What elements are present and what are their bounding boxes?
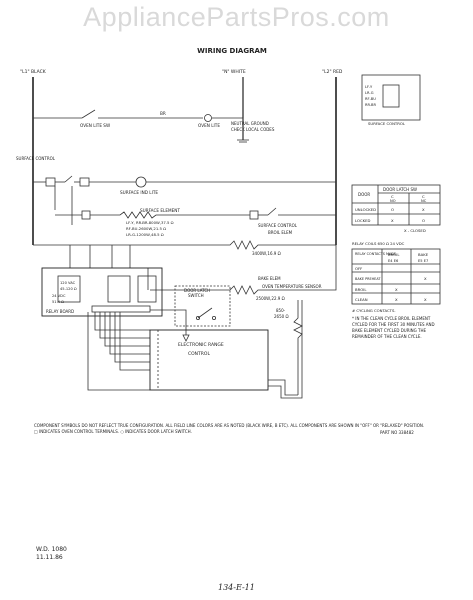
door-latch-table: DOOR LATCH SW DOOR C C NO NC UNLOCKED O …: [351, 184, 441, 226]
relay-spec-b: 45-120 Ω: [60, 287, 77, 291]
bake-spec-label: 2500W,22.9 Ω: [256, 296, 285, 301]
relay-table-head-3: BAKE: [418, 252, 429, 257]
part-number: PART NO 338482: [380, 430, 414, 435]
supply-l2-label: "L2" RED: [322, 69, 343, 75]
relay-coil-1: [57, 275, 81, 303]
watermark: AppliancePartsPros.com: [83, 2, 390, 32]
relay-table-title: RELAY COILS 650 Ω 24 VDC: [352, 241, 405, 246]
bake-elem-label: BAKE ELEM: [258, 276, 281, 281]
sensor-spec-a: 850-: [276, 308, 286, 313]
door-latch-table-title: DOOR LATCH SW: [383, 187, 417, 192]
door-latch-arrow-icon: [182, 334, 190, 342]
inset-pin-rr: RR-BR: [365, 103, 376, 107]
br-wire-label: BR: [160, 111, 166, 116]
door-latch-col-1: C: [391, 194, 394, 199]
relay-table-head-2: BROIL: [388, 252, 400, 257]
surface-control-p-terminal: [79, 177, 90, 187]
wd-number: W.D. 1080: [36, 546, 67, 553]
door-latch-row-2-v1: X: [391, 218, 394, 223]
relay-row-broil: BROIL: [355, 287, 367, 292]
relay-row-clean-v1: X: [395, 297, 398, 302]
surface-ind-lite-icon: [135, 176, 147, 188]
lr-spec-label: LR-G-1200W,48.5 Ω: [126, 232, 164, 237]
inset-pin-lf: LF-Y: [365, 85, 373, 89]
door-latch-subcol-1: NO: [390, 199, 396, 203]
surface-control-l1-terminal: [45, 177, 56, 187]
door-latch-row-1-v2: X: [422, 207, 425, 212]
surface-ind-lite-label: SURFACE IND LITE: [120, 190, 158, 195]
relay-table-head-1: RELAY CONTACTS MADE: [355, 252, 396, 256]
relay-board-label: RELAY BOARD: [46, 309, 74, 314]
door-latch-note: X - CLOSED: [404, 228, 426, 233]
door-latch-subcol-2: NC: [421, 199, 427, 203]
surface-control-right-label: SURFACE CONTROL: [258, 223, 298, 228]
relay-spec-d: 51.4 Ω: [52, 300, 64, 304]
relay-coil-3: [137, 275, 157, 303]
relay-note-1: # CYCLING CONTACTS.: [352, 308, 396, 313]
footer-note: COMPONENT SYMBOLS DO NOT REFLECT TRUE CO…: [34, 423, 425, 434]
door-latch-row-1-label: UNLOCKED: [355, 207, 376, 212]
relay-board: [41, 267, 163, 317]
inset-pin-rf: RF-BU: [365, 97, 376, 101]
door-latch-switch-box: [174, 285, 231, 327]
oven-lite-label: OVEN LITE: [198, 123, 220, 128]
electronic-range-control-label: ELECTRONIC RANGE: [178, 342, 224, 348]
relay-row-clean: CLEAN: [355, 297, 368, 302]
surface-control-inset: [361, 74, 421, 121]
relay-connector: [91, 305, 151, 313]
relay-table-sub-3: E5 E7: [418, 259, 428, 263]
neutral-ground-label: NEUTRAL GROUND: [231, 121, 269, 126]
oven-lite-bulb-icon: [204, 114, 212, 122]
relay-spec-c: 24 VDC: [52, 294, 66, 298]
door-latch-row-1-v1: O: [391, 207, 394, 212]
door-latch-row-2-v2: O: [422, 218, 425, 223]
supply-n-label: "N" WHITE: [222, 69, 246, 75]
relay-row-off: OFF: [355, 266, 362, 271]
handwritten-code: 134-E-11: [218, 583, 255, 592]
relay-spec-a: 120 VAC: [60, 281, 76, 285]
door-latch-col-head: DOOR: [358, 192, 370, 197]
relay-row-clean-v2: X: [424, 297, 427, 302]
rf-spec-label: RF-BU-2600W,21.5 Ω: [126, 226, 166, 231]
relay-table: RELAY CONTACTS MADE BROIL BAKE E4 E6 E5 …: [351, 248, 441, 305]
sensor-spec-b: 2650 Ω: [274, 314, 289, 319]
door-latch-switch-label-b: SWITCH: [188, 293, 204, 298]
door-latch-switch-label-a: DOOR LATCH: [184, 288, 210, 293]
relay-row-bake-v2: X: [424, 276, 427, 281]
broil-elem-label: BROIL ELEM: [268, 230, 293, 235]
surface-element-h1-terminal: [81, 210, 91, 220]
relay-row-bake: BAKE PREHEAT: [355, 277, 381, 281]
oven-temp-sensor-label: OVEN TEMPERATURE SENSOR: [262, 284, 322, 289]
relay-row-broil-v1: X: [395, 287, 398, 292]
surface-element-h2-terminal: [249, 210, 259, 220]
oven-lite-sw-label: OVEN LITE SW: [80, 123, 110, 128]
surface-element-label: SURFACE ELEMENT: [140, 208, 180, 213]
door-latch-row-2-label: LOCKED: [355, 218, 371, 223]
electronic-range-control: [149, 329, 269, 391]
check-local-codes-label: CHECK LOCAL CODES: [231, 127, 275, 132]
door-latch-col-2: C: [422, 194, 425, 199]
diagram-date: 11.11.86: [36, 554, 63, 561]
surface-control-label: SURFACE CONTROL: [16, 156, 56, 161]
supply-l1-label: "L1" BLACK: [20, 69, 47, 75]
lf-spec-label: LF-Y, RR-BR-800W,37.5 Ω: [126, 220, 174, 225]
relay-note-2: * IN THE CLEAN CYCLE BROIL ELEMENT CYCLE…: [352, 316, 435, 339]
relay-table-sub-2: E4 E6: [388, 259, 399, 263]
surface-control-inset-label: SURFACE CONTROL: [368, 121, 406, 126]
relay-coil-2: [107, 275, 131, 303]
control-label: CONTROL: [188, 351, 210, 357]
inset-pin-lr: LR-G: [365, 91, 374, 95]
diagram-title: WIRING DIAGRAM: [197, 47, 267, 55]
broil-spec-label: 3400W,16.9 Ω: [252, 251, 281, 256]
